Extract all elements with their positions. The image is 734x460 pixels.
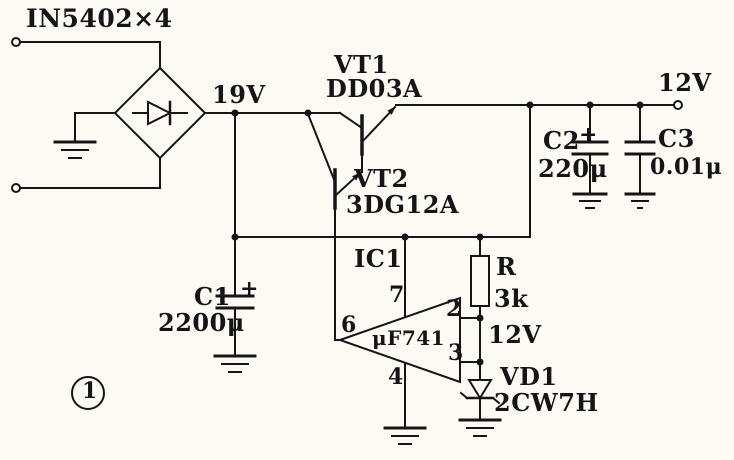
input-terminal-top bbox=[11, 37, 161, 69]
label-vd1-ref: VD1 bbox=[500, 362, 558, 391]
transistor-vt1 bbox=[338, 105, 397, 156]
label-vt2-ref: VT2 bbox=[354, 164, 409, 193]
label-vt1-ref: VT1 bbox=[334, 50, 389, 79]
ground-symbol-c2 bbox=[572, 192, 608, 209]
label-vd1-part: 2CW7H bbox=[494, 388, 599, 417]
label-c3-ref: C3 bbox=[658, 124, 695, 153]
label-pin-7: 7 bbox=[389, 282, 405, 308]
input-terminal-bottom bbox=[11, 157, 161, 193]
ground-symbol-bridge bbox=[53, 112, 116, 159]
ground-symbol-vd1 bbox=[458, 418, 502, 437]
label-bridge-part: IN5402×4 bbox=[26, 4, 173, 33]
transistor-vt2 bbox=[306, 112, 363, 210]
output-rail bbox=[395, 100, 683, 110]
label-r-ref: R bbox=[496, 252, 517, 281]
ground-symbol-c1 bbox=[213, 354, 257, 373]
label-c3-value: 0.01μ bbox=[650, 154, 723, 180]
ground-symbol-opamp bbox=[383, 426, 427, 445]
label-c1-ref: C1 bbox=[194, 282, 231, 311]
label-pin-2: 2 bbox=[446, 296, 462, 322]
diode-icon bbox=[132, 100, 188, 126]
mid-rail bbox=[234, 104, 531, 238]
bridge-rectifier bbox=[113, 66, 207, 160]
figure-number: 1 bbox=[82, 378, 98, 404]
label-r-value: 3k bbox=[494, 284, 529, 313]
c2-polarity-plus: + bbox=[579, 122, 598, 148]
opamp-pin6-lead bbox=[334, 207, 341, 341]
label-c1-value: 2200μ bbox=[158, 308, 245, 337]
label-node-12v-ref: 12V bbox=[488, 320, 542, 349]
label-c2-ref: C2 bbox=[543, 126, 580, 155]
zener-vd1 bbox=[459, 379, 501, 421]
label-opamp-part: μF741 bbox=[372, 326, 446, 350]
label-vt1-part: DD03A bbox=[326, 74, 423, 103]
junction-dots bbox=[231, 101, 644, 366]
label-vt2-part: 3DG12A bbox=[346, 190, 460, 219]
label-pin-3: 3 bbox=[448, 340, 464, 366]
capacitor-c3 bbox=[624, 104, 656, 195]
opamp-triangle bbox=[336, 296, 461, 384]
figure-number-circle bbox=[71, 376, 105, 410]
label-pin-4: 4 bbox=[388, 364, 404, 390]
label-node-12v-output: 12V bbox=[658, 68, 712, 97]
label-ic1-ref: IC1 bbox=[354, 244, 403, 273]
label-node-19v: 19V bbox=[212, 80, 266, 109]
label-pin-6: 6 bbox=[341, 312, 357, 338]
c1-polarity-plus: + bbox=[240, 276, 259, 302]
ground-symbol-c3 bbox=[624, 192, 656, 209]
capacitor-c2 bbox=[571, 104, 609, 195]
capacitor-c1 bbox=[215, 112, 255, 357]
label-c2-value: 220μ bbox=[538, 154, 608, 183]
output-terminal bbox=[673, 100, 683, 110]
